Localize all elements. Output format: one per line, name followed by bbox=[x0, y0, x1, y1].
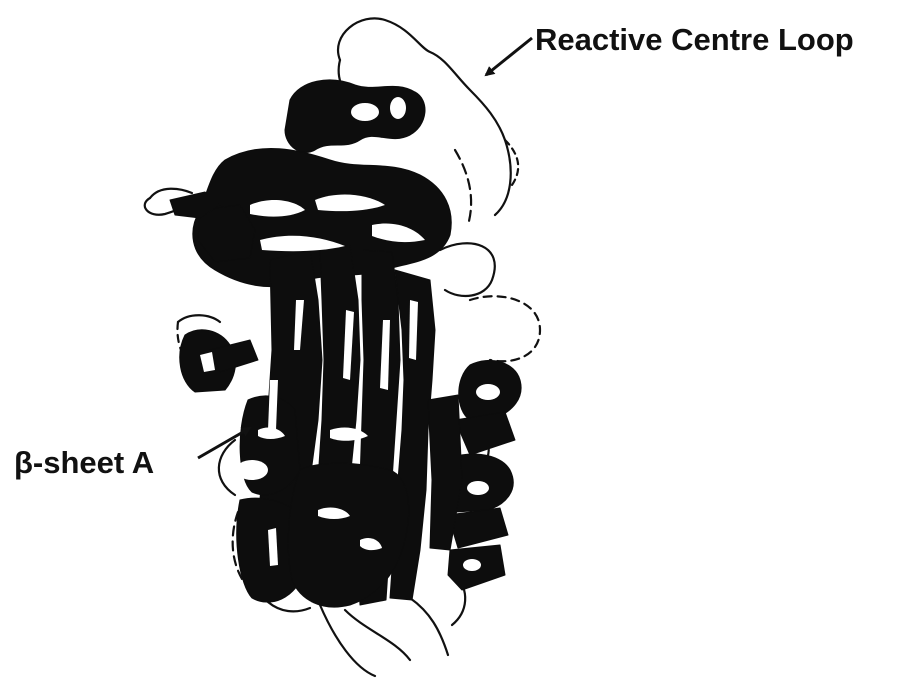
reactive-centre-loop-label: Reactive Centre Loop bbox=[535, 24, 854, 55]
arrow-reactive-centre-loop bbox=[486, 38, 532, 75]
beta-sheet-a-label: β-sheet A bbox=[14, 447, 154, 478]
